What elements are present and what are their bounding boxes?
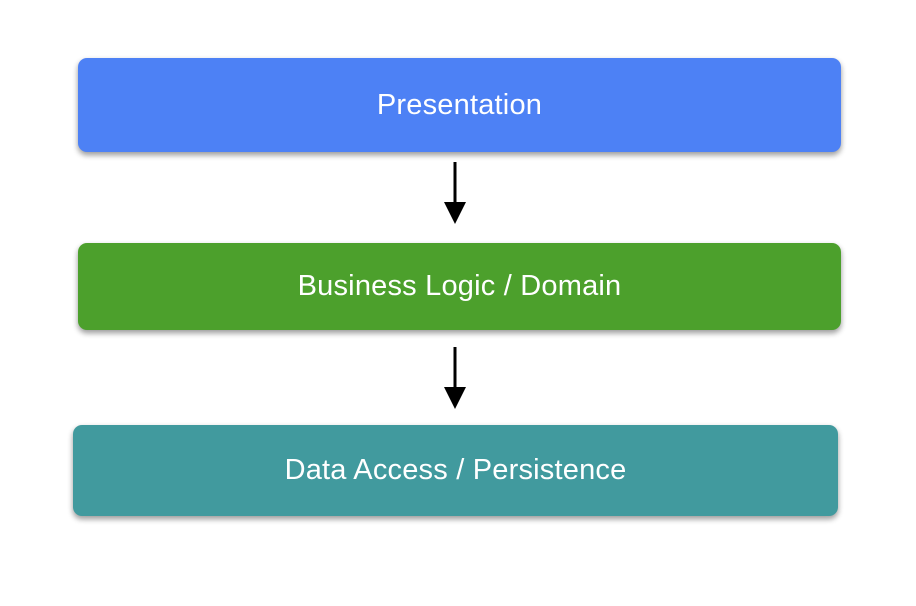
node-business-logic-label: Business Logic / Domain <box>297 270 622 302</box>
node-presentation-label: Presentation <box>376 88 543 121</box>
node-data-access[interactable]: Data Access / Persistence <box>73 425 838 516</box>
node-data-access-label: Data Access / Persistence <box>284 454 627 486</box>
arrow-presentation-to-business-icon <box>430 160 480 226</box>
arrow-business-to-data-icon <box>430 345 480 411</box>
node-business-logic[interactable]: Business Logic / Domain <box>78 243 841 330</box>
node-presentation[interactable]: Presentation <box>78 58 841 152</box>
